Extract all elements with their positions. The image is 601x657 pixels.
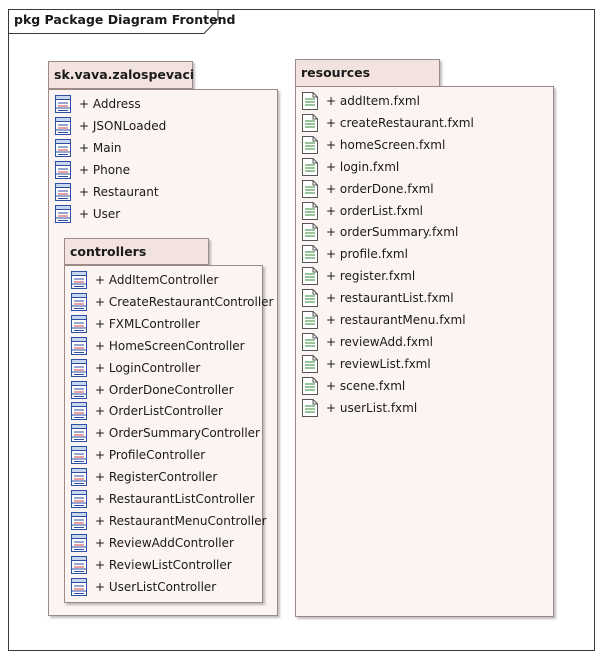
file-icon — [302, 157, 318, 176]
class-icon — [71, 336, 87, 355]
file-item-label: + createRestaurant.fxml — [326, 115, 474, 130]
class-item-label: + JSONLoaded — [79, 118, 167, 133]
file-item-label: + restaurantList.fxml — [326, 291, 454, 306]
class-icon — [71, 490, 87, 508]
class-item-label: + HomeScreenController — [95, 338, 245, 353]
class-icon — [71, 555, 87, 574]
file-item-label: + reviewAdd.fxml — [326, 334, 433, 349]
class-icon — [71, 468, 87, 487]
class-icon — [71, 424, 87, 443]
file-item-label: + homeScreen.fxml — [326, 137, 446, 152]
file-item-label: + profile.fxml — [326, 247, 408, 262]
file-icon — [302, 354, 318, 373]
file-icon — [302, 332, 318, 351]
class-item-label: + AddItemController — [95, 273, 219, 287]
class-icon — [71, 533, 87, 552]
class-item-label: + OrderDoneController — [95, 382, 234, 397]
class-icon — [55, 182, 71, 201]
package-controllers-tab: controllers — [64, 238, 209, 265]
package-resources-tab: resources — [295, 59, 440, 87]
class-icon — [71, 402, 87, 421]
class-icon — [71, 314, 87, 333]
class-item-label: + LoginController — [95, 360, 201, 375]
class-item-label: + UserListController — [95, 579, 217, 594]
file-item-label: + reviewList.fxml — [326, 356, 431, 371]
package-main-tab: sk.vava.zalospevaci — [48, 61, 195, 89]
file-icon — [302, 113, 318, 132]
file-item-label: + scene.fxml — [326, 378, 406, 393]
file-icon — [302, 245, 318, 264]
class-item-label: + Restaurant — [79, 184, 159, 199]
class-item-label: + RestaurantListController — [95, 492, 255, 506]
class-icon — [55, 116, 71, 135]
class-item-label: + Phone — [79, 162, 131, 177]
package-controllers-name: controllers — [70, 244, 147, 259]
file-item-label: + restaurantMenu.fxml — [326, 313, 466, 327]
class-icon — [55, 160, 71, 179]
file-icon — [302, 398, 318, 417]
file-item-label: + login.fxml — [326, 159, 400, 174]
file-icon — [302, 201, 318, 220]
file-item-label: + userList.fxml — [326, 400, 418, 415]
class-icon — [55, 95, 71, 113]
class-item-label: + ProfileController — [95, 448, 206, 463]
class-icon — [71, 577, 87, 596]
class-item-label: + CreateRestaurantController — [95, 294, 274, 309]
class-item-label: + OrderSummaryController — [95, 426, 260, 441]
package-resources-name: resources — [301, 65, 371, 80]
package-controllers-body — [64, 265, 263, 603]
class-item-label: + ReviewListController — [95, 557, 232, 572]
class-icon — [55, 138, 71, 157]
file-icon — [302, 376, 318, 395]
frame-title: pkg Package Diagram Frontend — [14, 12, 236, 27]
package-main-name: sk.vava.zalospevaci — [54, 67, 195, 82]
file-icon — [302, 289, 318, 308]
class-item-label: + User — [79, 206, 121, 221]
class-item-label: + Address — [79, 97, 141, 111]
class-icon — [71, 380, 87, 399]
class-item-label: + RestaurantMenuController — [95, 513, 267, 528]
file-icon — [302, 311, 318, 329]
class-item-label: + FXMLController — [95, 316, 201, 331]
file-icon — [302, 135, 318, 154]
file-icon — [302, 267, 318, 286]
class-item-label: + Main — [79, 140, 122, 155]
file-item-label: + addItem.fxml — [326, 94, 420, 108]
file-item-label: + orderList.fxml — [326, 203, 424, 218]
frame-title-shape — [8, 9, 219, 34]
class-icon — [71, 271, 87, 289]
class-icon — [71, 292, 87, 311]
file-icon — [302, 92, 318, 110]
class-icon — [71, 358, 87, 377]
file-icon — [302, 223, 318, 242]
package-resources-body — [295, 86, 554, 617]
class-icon — [71, 511, 87, 530]
class-icon — [71, 446, 87, 465]
class-item-label: + RegisterController — [95, 470, 218, 485]
class-icon — [55, 204, 71, 223]
frame-title-tab: pkg Package Diagram Frontend — [8, 9, 235, 34]
file-icon — [302, 179, 318, 198]
file-item-label: + orderSummary.fxml — [326, 225, 459, 240]
file-item-label: + orderDone.fxml — [326, 181, 434, 196]
class-item-label: + ReviewAddController — [95, 535, 234, 550]
class-item-label: + OrderListController — [95, 404, 223, 419]
file-item-label: + register.fxml — [326, 269, 416, 284]
